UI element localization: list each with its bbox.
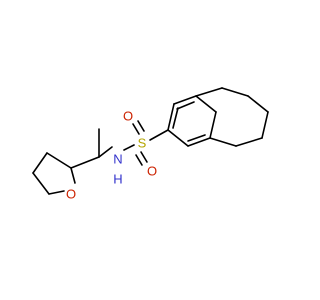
- bond: [167, 103, 175, 131]
- bond-thf: [32, 172, 50, 195]
- bond-thf: [32, 152, 48, 174]
- bond: [195, 87, 223, 97]
- double-bond-inner: [172, 107, 179, 129]
- bond: [209, 137, 237, 147]
- structure-svg: S O O N H O: [32, 87, 269, 202]
- double-bond-inner: [187, 134, 206, 142]
- double-bond-inner: [176, 101, 195, 110]
- bond-thf: [48, 190, 65, 195]
- atom-n: N: [113, 152, 122, 167]
- bond-s-o-lower-2: [135, 154, 143, 166]
- bond-n-ch: [98, 146, 113, 158]
- bond: [187, 137, 211, 147]
- atom-o-upper: O: [123, 109, 133, 124]
- atom-o-lower: O: [147, 164, 157, 179]
- bond: [221, 87, 249, 97]
- naphthalene-ring-left: [167, 95, 217, 147]
- bond-s-ring: [149, 129, 169, 141]
- bond-thf: [70, 167, 76, 184]
- molecule-diagram: S O O N H O: [32, 87, 269, 202]
- side-chain: [32, 128, 113, 195]
- atom-s: S: [138, 136, 147, 151]
- bond: [235, 137, 263, 147]
- atom-o-ring: O: [66, 187, 76, 202]
- bond-s-o-upper-2: [137, 120, 145, 132]
- bond: [209, 111, 217, 139]
- bond: [167, 129, 189, 147]
- bond: [247, 95, 269, 113]
- sulfonyl-group: [123, 120, 169, 166]
- bond-thf: [46, 152, 72, 169]
- bond: [173, 95, 197, 105]
- bond-s-n: [123, 144, 135, 151]
- naphthalene-ring-right: [195, 87, 269, 147]
- bond-s-o-upper: [132, 123, 140, 135]
- atom-h: H: [113, 172, 122, 187]
- bond-s-o-lower: [140, 151, 148, 163]
- bond-ch-thf: [70, 156, 100, 169]
- bond: [261, 111, 269, 139]
- bond: [195, 95, 217, 113]
